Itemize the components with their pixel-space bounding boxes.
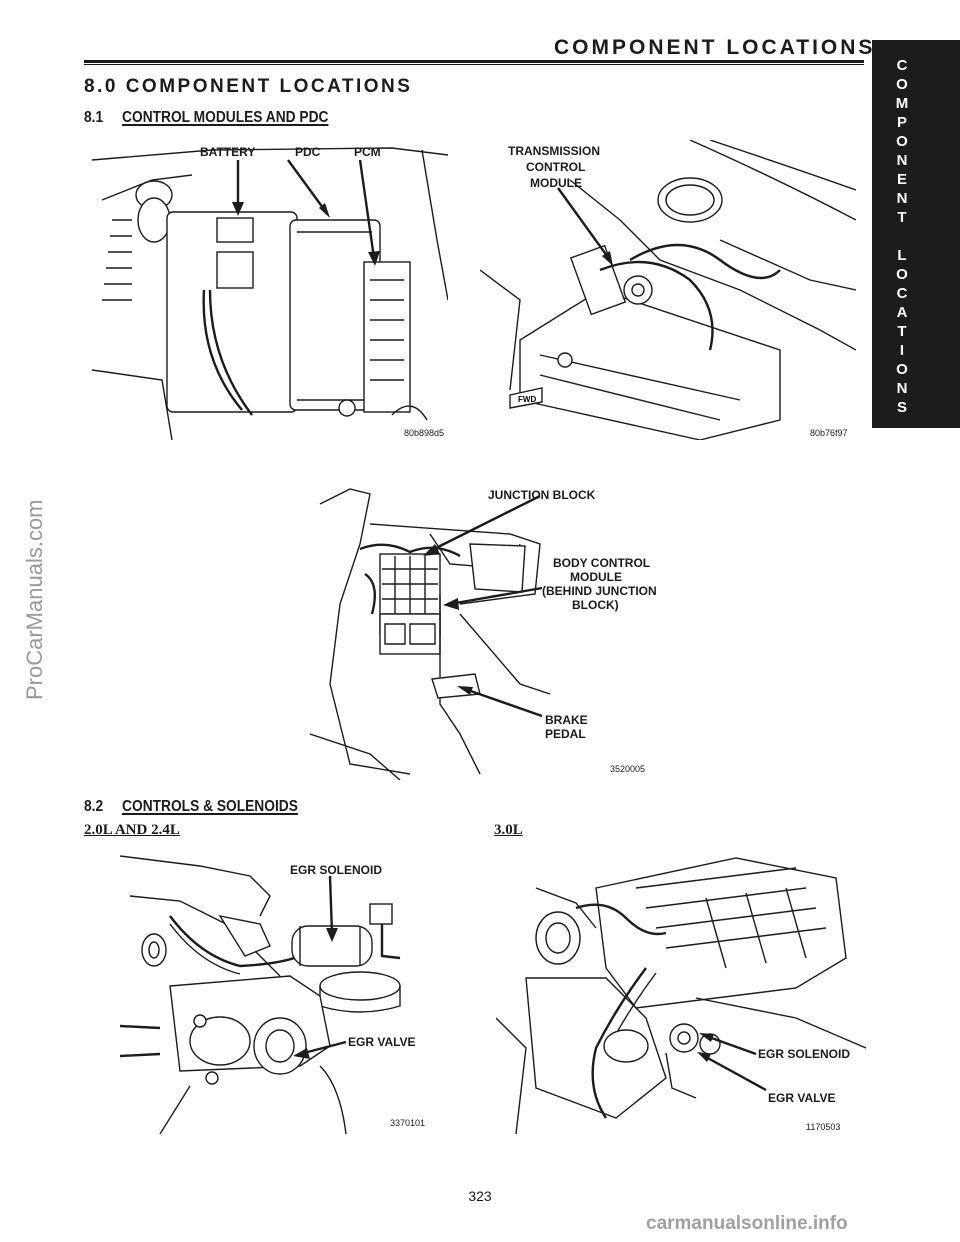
header-rule xyxy=(84,60,864,63)
side-tab-letter: O xyxy=(896,266,908,283)
page-number: 323 xyxy=(468,1188,492,1204)
figure-code: 80b76f97 xyxy=(810,428,848,438)
label-egr-valve: EGR VALVE xyxy=(348,1035,416,1049)
label-control: CONTROL xyxy=(526,160,585,174)
figure-code: 3520005 xyxy=(610,764,645,774)
footer-watermark: carmanualsonline.info xyxy=(646,1213,848,1234)
label-bcm-line-4: BLOCK) xyxy=(572,598,619,612)
side-tab-letter: N xyxy=(896,380,908,397)
section-title: 8.0 COMPONENT LOCATIONS xyxy=(84,76,413,97)
side-tab-letter: L xyxy=(897,247,907,264)
subsection-title-controls-solenoids: 8.2 CONTROLS & SOLENOIDS xyxy=(84,798,298,816)
subsection-number: 8.1 xyxy=(84,109,104,126)
side-tab-letter: T xyxy=(897,323,907,340)
engine-label-3-0: 3.0L xyxy=(494,822,523,838)
side-watermark: ProCarManuals.com xyxy=(22,499,47,700)
side-tab-letter: I xyxy=(899,342,905,359)
label-pdc: PDC xyxy=(295,145,321,159)
figure-code: 3370101 xyxy=(390,1118,425,1128)
figure-code: 1170503 xyxy=(806,1122,840,1132)
running-header-title: COMPONENT LOCATIONS xyxy=(554,36,876,59)
figure-egr-2-0: EGR SOLENOID EGR VALVE 3370101 xyxy=(120,846,446,1134)
egr-2-0-illustration: EGR SOLENOID EGR VALVE 3370101 xyxy=(120,846,446,1134)
side-tab-letter: S xyxy=(896,399,907,416)
side-tab-letter: N xyxy=(896,190,908,207)
label-egr-solenoid: EGR SOLENOID xyxy=(758,1047,850,1061)
figure-junction-block: JUNCTION BLOCK BODY CONTROL MODULE (BEHI… xyxy=(310,484,666,780)
figure-transmission-control-module: FWD TRANSMISSION CONTROL MODULE 80b76f97 xyxy=(480,140,856,440)
label-pedal: PEDAL xyxy=(545,727,586,741)
label-battery: BATTERY xyxy=(200,145,255,159)
egr-3-0-illustration: EGR SOLENOID EGR VALVE 1170503 xyxy=(496,848,866,1134)
side-tab-letter: N xyxy=(896,152,908,169)
label-egr-valve: EGR VALVE xyxy=(768,1091,836,1105)
side-tab-letter: E xyxy=(896,171,907,188)
label-bcm-line-3: (BEHIND JUNCTION xyxy=(542,584,657,598)
figure-battery-pdc-pcm: BATTERY PDC PCM 80b898d5 xyxy=(92,140,448,440)
label-module: MODULE xyxy=(530,176,582,190)
side-tab-letter: P xyxy=(896,114,907,131)
junction-block-illustration: JUNCTION BLOCK BODY CONTROL MODULE (BEHI… xyxy=(310,484,666,780)
label-bcm-line-1: BODY CONTROL xyxy=(553,556,650,570)
label-egr-solenoid: EGR SOLENOID xyxy=(290,863,382,877)
figure-code: 80b898d5 xyxy=(404,428,444,438)
subsection-number: 8.2 xyxy=(84,798,104,815)
label-junction-block: JUNCTION BLOCK xyxy=(488,488,596,502)
side-tab-letter: O xyxy=(896,361,908,378)
subsection-title-control-modules: 8.1 CONTROL MODULES AND PDC xyxy=(84,109,328,127)
side-tab-letter: O xyxy=(896,133,908,150)
subsection-heading: CONTROLS & SOLENOIDS xyxy=(122,798,298,815)
fwd-arrow-icon: FWD xyxy=(518,395,536,404)
side-tab-letter: M xyxy=(895,95,909,112)
label-brake: BRAKE xyxy=(545,713,588,727)
header-rule-thin xyxy=(84,64,864,65)
engine-bay-illustration: BATTERY PDC PCM 80b898d5 xyxy=(92,140,448,440)
tcm-illustration: FWD TRANSMISSION CONTROL MODULE 80b76f97 xyxy=(480,140,856,440)
figure-egr-3-0: EGR SOLENOID EGR VALVE 1170503 xyxy=(496,848,866,1134)
side-tab-letter: A xyxy=(896,304,908,321)
label-transmission: TRANSMISSION xyxy=(508,144,600,158)
subsection-heading: CONTROL MODULES AND PDC xyxy=(122,109,329,126)
side-tab-letter: C xyxy=(896,285,908,302)
engine-label-2-0: 2.0L AND 2.4L xyxy=(84,822,180,838)
side-tab-letter: O xyxy=(896,76,908,93)
section-side-tab: C O M P O N E N T L O C A T I O N S xyxy=(872,40,960,428)
side-tab-letter: T xyxy=(897,209,907,226)
side-tab-letter: C xyxy=(896,57,908,74)
label-pcm: PCM xyxy=(354,145,381,159)
label-bcm-line-2: MODULE xyxy=(570,570,622,584)
